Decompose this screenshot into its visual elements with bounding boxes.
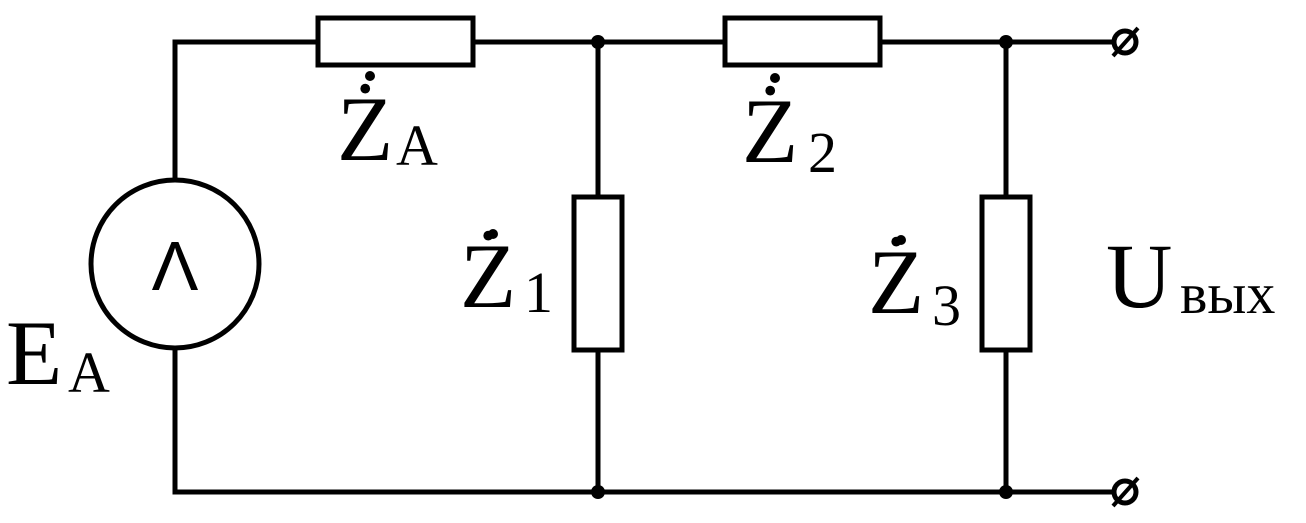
label-za-main: Ż (337, 78, 393, 180)
label-source: E A (6, 302, 110, 405)
source-circle (88, 177, 262, 351)
label-source-sub: A (68, 340, 110, 405)
label-z3-main: Ż (868, 231, 924, 333)
label-z2: Ż 2 (742, 73, 837, 185)
resistor-z3 (979, 194, 1033, 353)
output-terminal-top (1111, 26, 1140, 58)
label-z3-sub: 3 (932, 273, 961, 338)
label-za-sub: A (396, 113, 438, 178)
label-z1: Ż 1 (460, 225, 553, 327)
label-output-main: U (1106, 225, 1172, 327)
voltage-source: Λ (88, 177, 262, 351)
source-symbol-icon: Λ (152, 227, 199, 305)
junction-node-top-1 (591, 35, 605, 49)
label-z3: Ż 3 (868, 231, 961, 338)
resistor-z2 (722, 15, 883, 68)
label-z1-sub: 1 (524, 260, 553, 325)
label-z1-main: Ż (460, 225, 516, 327)
resistor-z1 (571, 194, 625, 353)
label-source-main: E (6, 302, 62, 404)
label-output: U вых (1106, 225, 1275, 327)
junction-node-top-2 (999, 35, 1013, 49)
wires (172, 39, 1115, 495)
label-z2-sub: 2 (808, 120, 837, 185)
resistor-za (315, 15, 476, 68)
label-output-sub: вых (1180, 261, 1275, 326)
junction-node-bottom-1 (591, 485, 605, 499)
label-z2-main: Ż (742, 80, 798, 182)
output-terminal-bottom (1111, 476, 1140, 508)
label-za: Ż A (337, 71, 438, 180)
junction-node-bottom-2 (999, 485, 1013, 499)
